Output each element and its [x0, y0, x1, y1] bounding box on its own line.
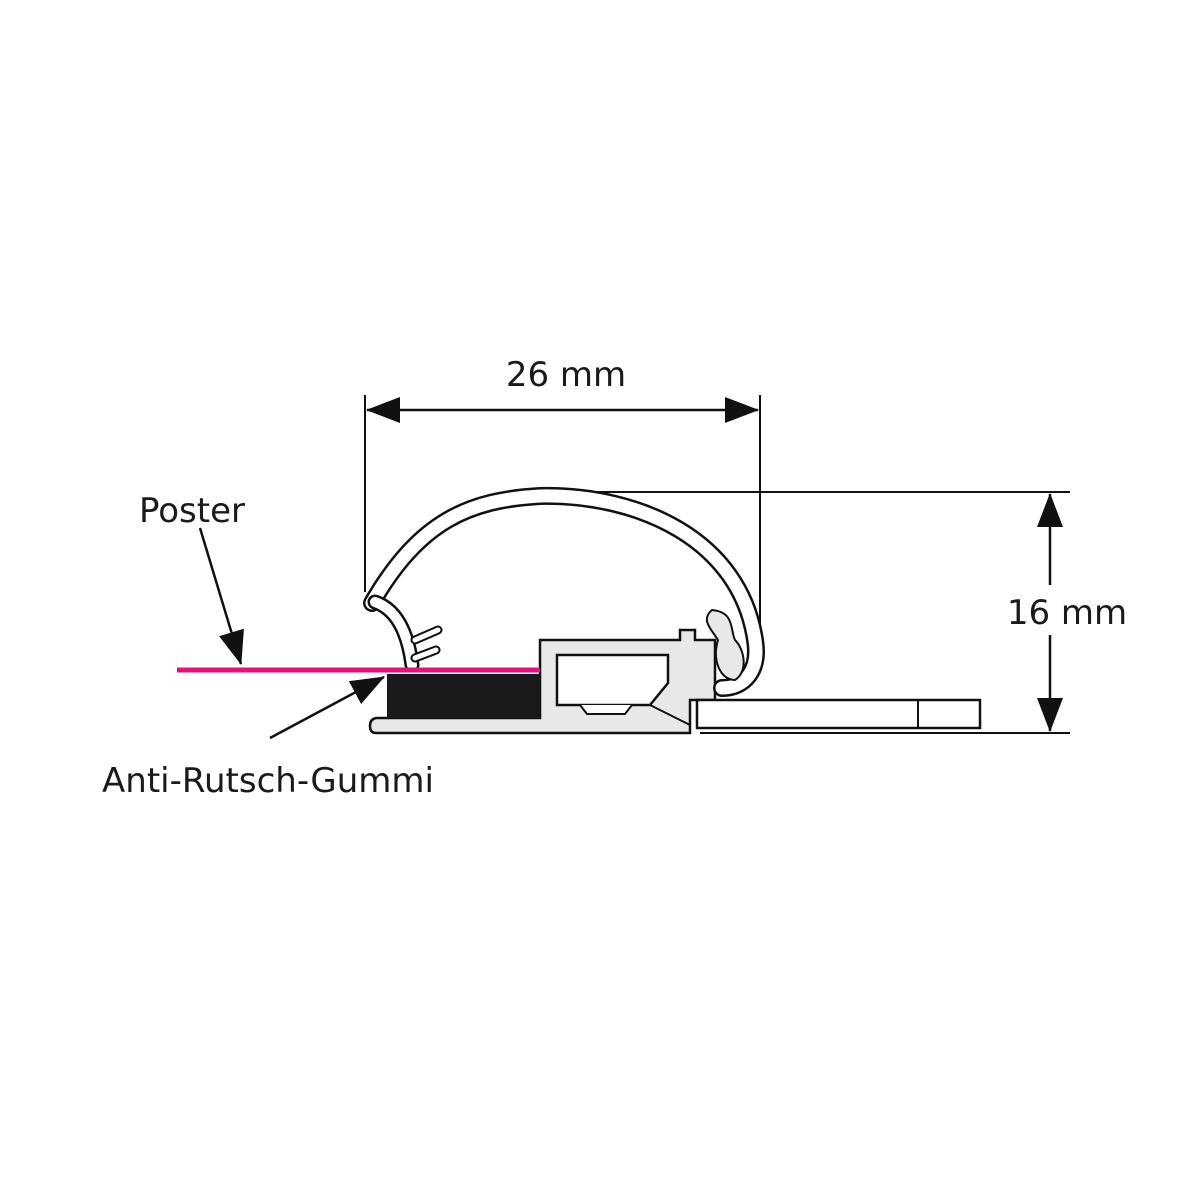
base-chamber	[555, 653, 670, 707]
anti-slip-rubber	[387, 674, 540, 718]
snap-cover	[363, 486, 765, 697]
rubber-arrow	[269, 675, 385, 740]
poster-label: Poster	[139, 491, 245, 531]
height-dimension: 16 mm	[540, 491, 1135, 734]
back-panel	[695, 698, 982, 730]
poster-arrow	[198, 527, 244, 665]
width-dimension: 26 mm	[364, 355, 761, 625]
width-dimension-label: 26 mm	[506, 355, 626, 395]
height-dimension-label: 16 mm	[1007, 593, 1127, 633]
anti-slip-rubber-label: Anti-Rutsch-Gummi	[102, 761, 434, 801]
